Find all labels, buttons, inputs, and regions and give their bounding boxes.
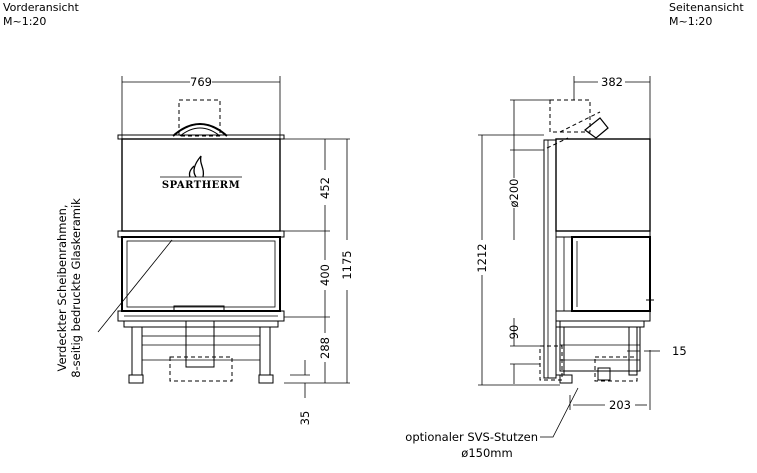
dim-side-foot-depth: 203 bbox=[609, 398, 631, 412]
glass-note-line2: 8-seitig bedruckte Glaskeramik bbox=[69, 198, 83, 378]
side-upper-body bbox=[555, 138, 651, 232]
dim-side-depth: 382 bbox=[601, 75, 623, 89]
side-flue-dashed bbox=[549, 99, 591, 133]
dim-front-mid: 400 bbox=[318, 264, 332, 286]
side-svs-socket bbox=[539, 345, 563, 381]
front-svs-socket bbox=[169, 356, 233, 382]
spartherm-flame-icon bbox=[160, 155, 242, 178]
socket-leader bbox=[540, 387, 579, 438]
front-glass bbox=[121, 236, 281, 312]
front-view bbox=[97, 76, 350, 398]
socket-note: optionaler SVS-Stutzen bbox=[405, 430, 538, 444]
dim-front-total: 1175 bbox=[340, 250, 354, 279]
glass-note-line1: Verdeckter Scheibenrahmen, bbox=[55, 204, 69, 371]
dim-side-height: 1212 bbox=[475, 243, 489, 272]
socket-diameter: ø150mm bbox=[461, 446, 512, 460]
dim-side-offset: 15 bbox=[672, 344, 687, 358]
side-flue-pipe bbox=[584, 117, 609, 139]
dim-side-flue: ø200 bbox=[507, 179, 521, 208]
dim-front-bottom: 288 bbox=[318, 337, 332, 359]
side-view-scale: M~1:20 bbox=[669, 15, 713, 28]
dim-front-top: 452 bbox=[318, 177, 332, 199]
dim-side-socket-height: 90 bbox=[507, 325, 521, 340]
side-glass bbox=[571, 236, 651, 312]
dim-front-width: 769 bbox=[190, 75, 212, 89]
glass-leader bbox=[97, 239, 173, 333]
dim-front-feet: 35 bbox=[298, 411, 312, 426]
front-top-handle bbox=[172, 123, 228, 137]
front-flue-collar bbox=[178, 99, 221, 137]
brand-logo: SPARTHERM bbox=[162, 180, 240, 191]
side-view-title: Seitenansicht bbox=[669, 1, 744, 14]
front-view-scale: M~1:20 bbox=[3, 15, 47, 28]
front-view-title: Vorderansicht bbox=[3, 1, 79, 14]
side-view bbox=[478, 76, 660, 438]
side-back-column bbox=[543, 139, 557, 379]
